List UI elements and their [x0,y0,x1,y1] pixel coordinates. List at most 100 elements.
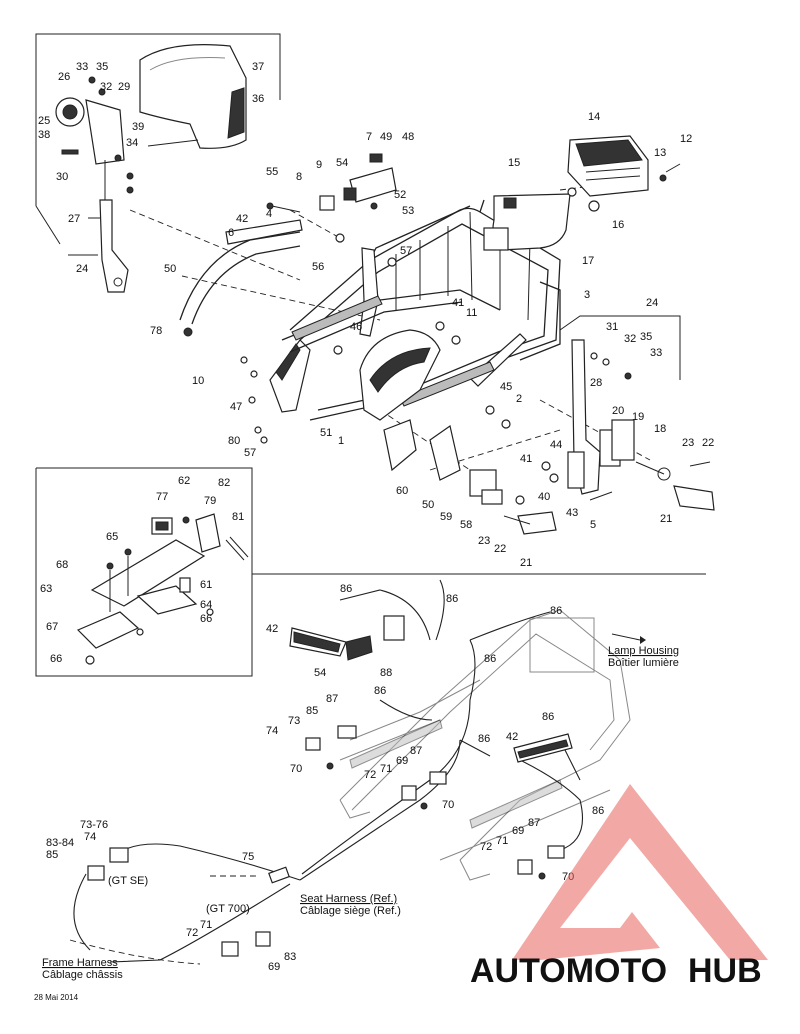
callout-42: 42 [236,213,248,225]
callout-71c: 71 [200,919,212,931]
callout-36: 36 [252,93,264,105]
callout-62: 62 [178,475,190,487]
callout-86a: 86 [340,583,352,595]
lamp-housing-label-fr: Boîtier lumière [608,657,679,669]
watermark-hub: HUB [688,952,762,990]
automotohub-watermark: AUTOMOTO HUB [470,784,768,990]
callout-20: 20 [612,405,624,417]
callout-16: 16 [612,219,624,231]
callout-65: 65 [106,531,118,543]
windshield [139,44,247,149]
callout-86f: 86 [478,733,490,745]
callout-33: 33 [76,61,88,73]
callout-32b: 32 [624,333,636,345]
callout-39: 39 [132,121,144,133]
callout-22b: 22 [494,543,506,555]
callout-24: 24 [76,263,88,275]
harness-callouts: 86 86 86 86 86 86 86 86 42 42 54 88 87 8… [46,583,604,973]
callout-10: 10 [192,375,204,387]
callout-45: 45 [500,381,512,393]
callout-54: 54 [336,157,348,169]
callout-66b: 66 [50,653,62,665]
callout-52: 52 [394,189,406,201]
callout-46: 46 [350,321,362,333]
callout-29: 29 [118,81,130,93]
callout-53: 53 [402,205,414,217]
callout-17: 17 [582,255,594,267]
callout-41b: 41 [520,453,532,465]
gt-se-label: (GT SE) [108,875,148,887]
seat-harness-label-fr: Câblage siège (Ref.) [300,905,401,917]
callout-69b: 69 [512,825,524,837]
callout-82: 82 [218,477,230,489]
windshield-inset [35,33,281,293]
footrest-left [517,511,557,535]
mirror-bracket [99,199,129,293]
callout-87a: 87 [326,693,338,705]
lamp-housing-label: Lamp Housing [608,645,679,657]
callout-23: 23 [682,437,694,449]
callout-69a: 69 [396,755,408,767]
watermark-auto: AUTOMOTO [470,952,667,990]
callout-63: 63 [40,583,52,595]
callout-49: 49 [380,131,392,143]
callout-9: 9 [316,159,322,171]
callout-59: 59 [440,511,452,523]
callout-19: 19 [632,411,644,423]
callout-6: 6 [228,227,234,239]
callout-3: 3 [584,289,590,301]
callout-51: 51 [320,427,332,439]
callout-24b: 24 [646,297,658,309]
callout-1: 1 [338,435,344,447]
callout-47: 47 [230,401,242,413]
callout-86e: 86 [374,685,386,697]
callout-85a: 85 [306,705,318,717]
callout-74a: 74 [266,725,278,737]
callout-81: 81 [232,511,244,523]
callout-72a: 72 [364,769,376,781]
callout-5: 5 [590,519,596,531]
callout-26: 26 [58,71,70,83]
callout-73a: 73 [288,715,300,727]
callout-33b: 33 [650,347,662,359]
callout-72b: 72 [480,841,492,853]
callout-71a: 71 [380,763,392,775]
callout-30: 30 [56,171,68,183]
callout-78: 78 [150,325,162,337]
callout-15: 15 [508,157,520,169]
date-code: 28 Mai 2014 [34,993,79,1002]
callout-21: 21 [660,513,672,525]
callout-42c: 42 [506,731,518,743]
mount-plate [90,539,206,607]
callout-85b: 85 [46,849,58,861]
callout-87b: 87 [410,745,422,757]
callout-70b: 70 [442,799,454,811]
upper-callouts: 33 35 26 29 32 25 38 39 34 30 37 36 27 2… [38,61,714,569]
callout-12: 12 [680,133,692,145]
callout-42b: 42 [266,623,278,635]
inset-callouts: 77 62 79 82 65 81 68 61 63 64 66 67 66 [40,475,244,665]
left-side-plate [269,339,311,413]
windshield-bracket [227,87,245,139]
callout-83: 83 [284,951,296,963]
callout-74b: 74 [84,831,96,843]
gt-700-label: (GT 700) [206,903,250,915]
callout-86b: 86 [446,593,458,605]
callout-50b: 50 [422,499,434,511]
callout-70a: 70 [290,763,302,775]
rack-exploded-view [129,135,715,535]
callout-43: 43 [566,507,578,519]
callout-8: 8 [296,171,302,183]
callout-32: 32 [100,81,112,93]
callout-55: 55 [266,166,278,178]
callout-83-84: 83-84 [46,837,74,849]
seat-harness-label: Seat Harness (Ref.) [300,893,397,905]
callout-4: 4 [266,208,272,220]
callout-44: 44 [550,439,562,451]
callout-86h: 86 [592,805,604,817]
callout-86d: 86 [484,653,496,665]
wiring-harness [69,579,646,965]
callout-80: 80 [228,435,240,447]
callout-37: 37 [252,61,264,73]
